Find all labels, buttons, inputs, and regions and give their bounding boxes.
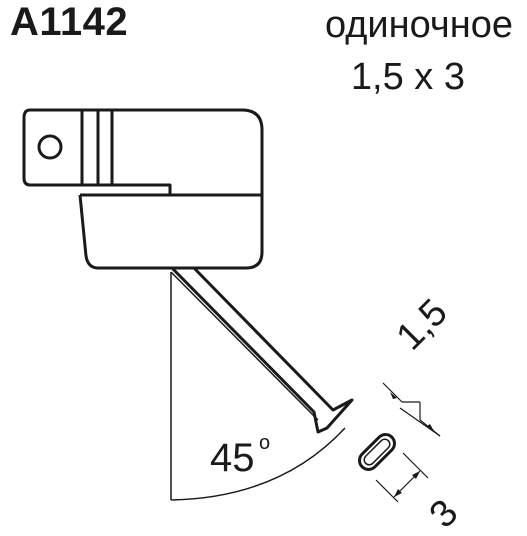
angle-reference-diagonal [170, 271, 319, 421]
nozzle-mount-bracket [22, 108, 264, 197]
dimension-width-label: 1,5 [389, 291, 456, 358]
length-arrow-head-1 [394, 489, 402, 497]
nozzle-size-label: 1,5 x 3 [350, 56, 465, 98]
mounting-hole [37, 134, 63, 160]
nozzle-type-label: одиночное [324, 4, 513, 46]
angle-arc [170, 427, 346, 501]
angle-degree-symbol: o [259, 432, 270, 454]
dimension-length-label: 3 [422, 492, 467, 536]
length-arrow-head-2 [412, 471, 420, 479]
model-code: A1142 [10, 0, 129, 44]
angle-label: 45 [210, 436, 255, 480]
length-extension-line-2 [402, 452, 429, 479]
length-extension-line-1 [375, 479, 399, 503]
width-arrow-head-2 [427, 424, 434, 431]
width-arrow-head-1 [390, 392, 397, 399]
nozzle-opening-slot [358, 433, 396, 471]
nozzle-tube [170, 266, 354, 434]
nozzle-lower-body [78, 193, 264, 270]
width-extension-line-1 [382, 382, 403, 403]
